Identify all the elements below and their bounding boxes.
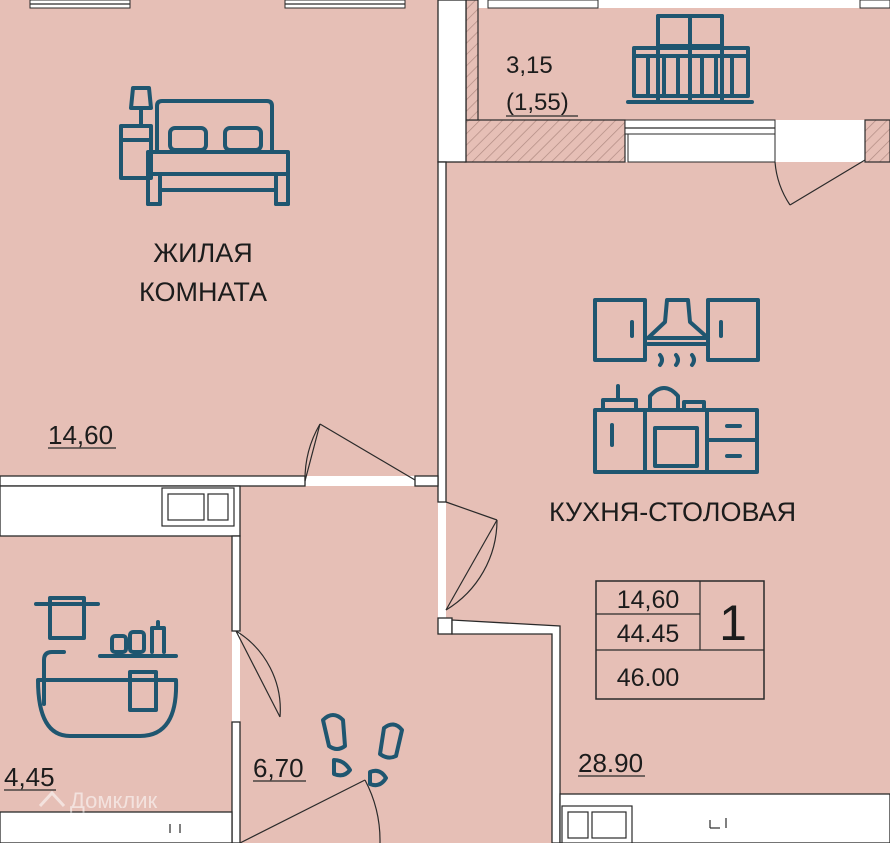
balcony-door [624,119,866,206]
kitchen-icon [593,298,760,474]
summary-rooms-count: 1 [719,595,747,651]
vent-shaft-hall [161,487,235,527]
living-room-name-line1: ЖИЛАЯ [153,238,253,268]
bed-icon [119,86,290,206]
balcony-parapet [464,119,626,163]
kitchen-name: КУХНЯ-СТОЛОВАЯ [549,497,796,527]
windows-top [29,0,890,9]
living-room-floor [0,0,438,476]
bathroom-floor [0,536,232,812]
watermark-house-icon [38,790,66,808]
balcony-side-wall [465,0,479,121]
kitchen-area: 28.90 [578,748,643,778]
hallway-floor [240,486,552,843]
bathtub-icon [34,596,179,738]
living-room-name-line2: КОМНАТА [139,277,267,307]
balcony-parapet-right [864,119,890,163]
summary-living-area: 14,60 [617,586,680,614]
watermark-text: Домклик [70,788,158,813]
watermark: Домклик [38,788,158,813]
balcony-area: 3,15 [506,52,553,79]
summary-total-no-balcony: 44.45 [617,620,680,648]
summary-total-area: 46.00 [617,664,680,692]
hallway-area: 6,70 [253,753,304,783]
wall-marks [169,818,727,833]
bathroom-area: 4,45 [4,762,55,792]
summary-box: 14,60 44.45 46.00 1 [595,580,765,700]
doors [235,423,498,843]
balcony-area-reduced: (1,55) [506,89,569,116]
vent-shaft-kitchen [561,805,633,843]
footprints-icon [321,713,404,788]
balcony-icon [626,14,754,104]
living-room-area: 14,60 [48,420,113,450]
